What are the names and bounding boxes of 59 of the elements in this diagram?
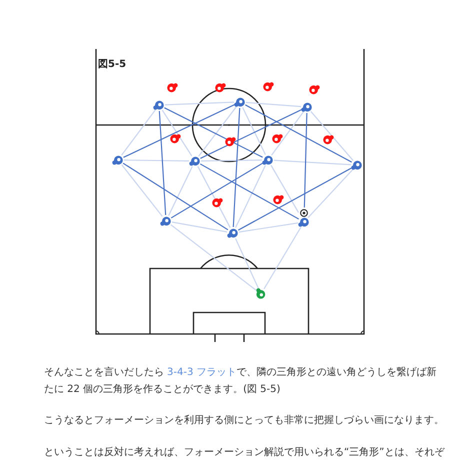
player-icon <box>166 82 178 94</box>
connector-line <box>168 166 193 216</box>
connector-line <box>245 104 352 163</box>
connector-line <box>158 110 166 216</box>
connector-line <box>304 112 308 208</box>
connector-line <box>235 165 266 228</box>
connector-line <box>310 111 354 161</box>
connector-line <box>172 222 228 232</box>
connector-line <box>124 160 189 162</box>
connector-line <box>170 224 257 291</box>
connector-line <box>162 110 192 156</box>
player-icon <box>227 227 239 239</box>
player-icon <box>271 133 283 145</box>
connector-line <box>308 169 354 218</box>
connector-line <box>123 104 235 158</box>
player-icon <box>189 155 201 167</box>
paragraph: こうなるとフォーメーションを利用する側にとっても非常に把握しづらい画になります。 <box>44 414 445 428</box>
player-icon <box>112 154 124 166</box>
player-icon <box>160 215 172 227</box>
player-icon <box>351 159 363 171</box>
connector-line <box>242 107 266 155</box>
connector-line <box>121 109 156 156</box>
connector-line <box>238 222 298 233</box>
paragraph: ということは反対に考えれば、フォーメーション解説で用いられる“三角形”とは、それぞ <box>44 446 446 460</box>
paragraph: そんなことを言いだしたら 3-4-3 フラット で、隣の三角形との遠い角どうしを繋げば新たに 22 個の三角形を作ることができます。(図 5-5) <box>44 366 438 397</box>
connector-line <box>270 164 299 213</box>
connector-line <box>164 107 263 158</box>
player-icon <box>234 96 246 108</box>
connector-line <box>164 102 234 106</box>
player-icon <box>272 194 284 206</box>
connector-line <box>264 226 302 290</box>
connector-line <box>201 160 262 162</box>
player-icon <box>262 81 274 93</box>
player-icon <box>301 101 313 113</box>
connector-line <box>170 162 264 218</box>
player-icon <box>298 216 310 228</box>
connector-line <box>274 160 352 166</box>
connector-line <box>235 238 259 289</box>
player-icon <box>224 136 236 148</box>
player-icon <box>255 288 267 300</box>
connector-line <box>232 108 240 228</box>
player-icon <box>169 133 181 145</box>
figure-label: 図5-5 <box>98 59 126 71</box>
player-icon <box>153 99 165 111</box>
player-icon <box>322 134 334 146</box>
connector-line <box>122 162 228 230</box>
player-icon <box>211 197 223 209</box>
connector-line <box>197 166 231 228</box>
connector-line <box>271 112 304 156</box>
connector-line <box>200 109 302 159</box>
connector-line <box>200 163 300 220</box>
connector-line <box>198 106 237 157</box>
text-link: 3-4-3 フラット <box>167 367 236 378</box>
player-icon <box>308 84 320 96</box>
connector-line <box>238 167 352 231</box>
player-icon <box>262 154 274 166</box>
connector-line <box>121 164 163 217</box>
player-icon <box>214 82 226 94</box>
connector-line <box>246 102 302 108</box>
